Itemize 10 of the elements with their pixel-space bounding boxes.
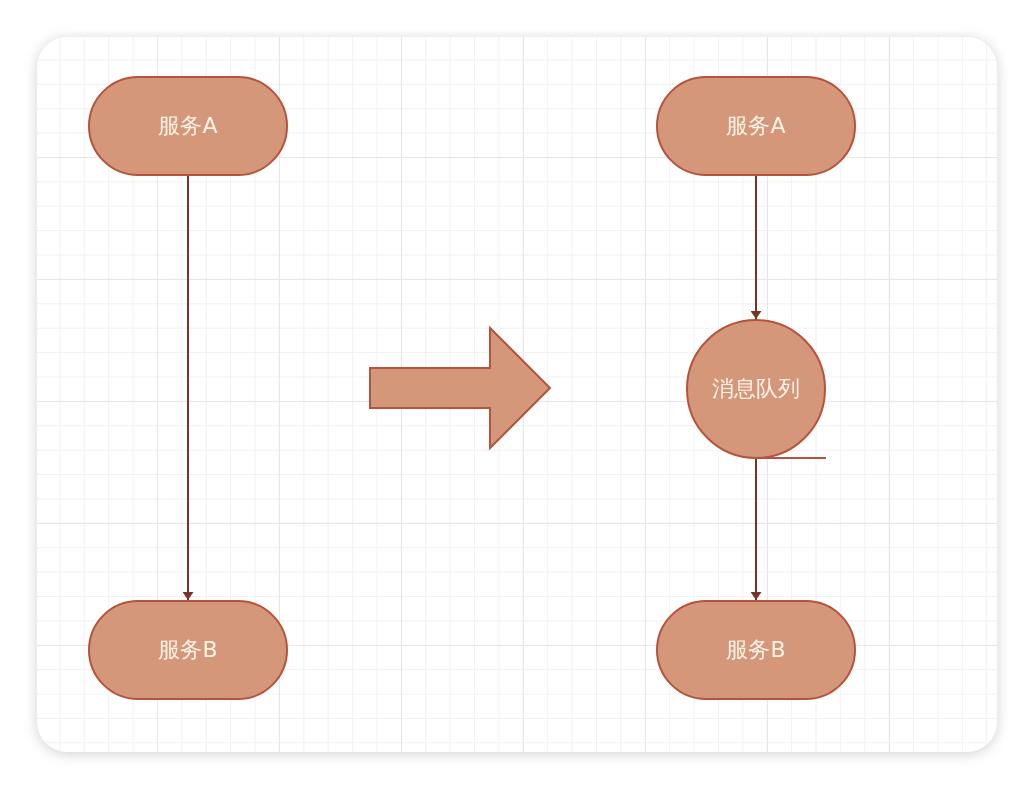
arrow [752, 175, 760, 320]
arrow [184, 175, 192, 601]
node-label: 服务A [158, 112, 218, 141]
node-label: 服务B [158, 636, 218, 665]
terminal-box [88, 600, 288, 700]
node-label: 消息队列 [712, 375, 800, 404]
arrow [752, 458, 760, 601]
node-label: 服务A [726, 112, 786, 141]
node-label: 服务B [726, 636, 786, 665]
terminal-box [88, 76, 288, 176]
